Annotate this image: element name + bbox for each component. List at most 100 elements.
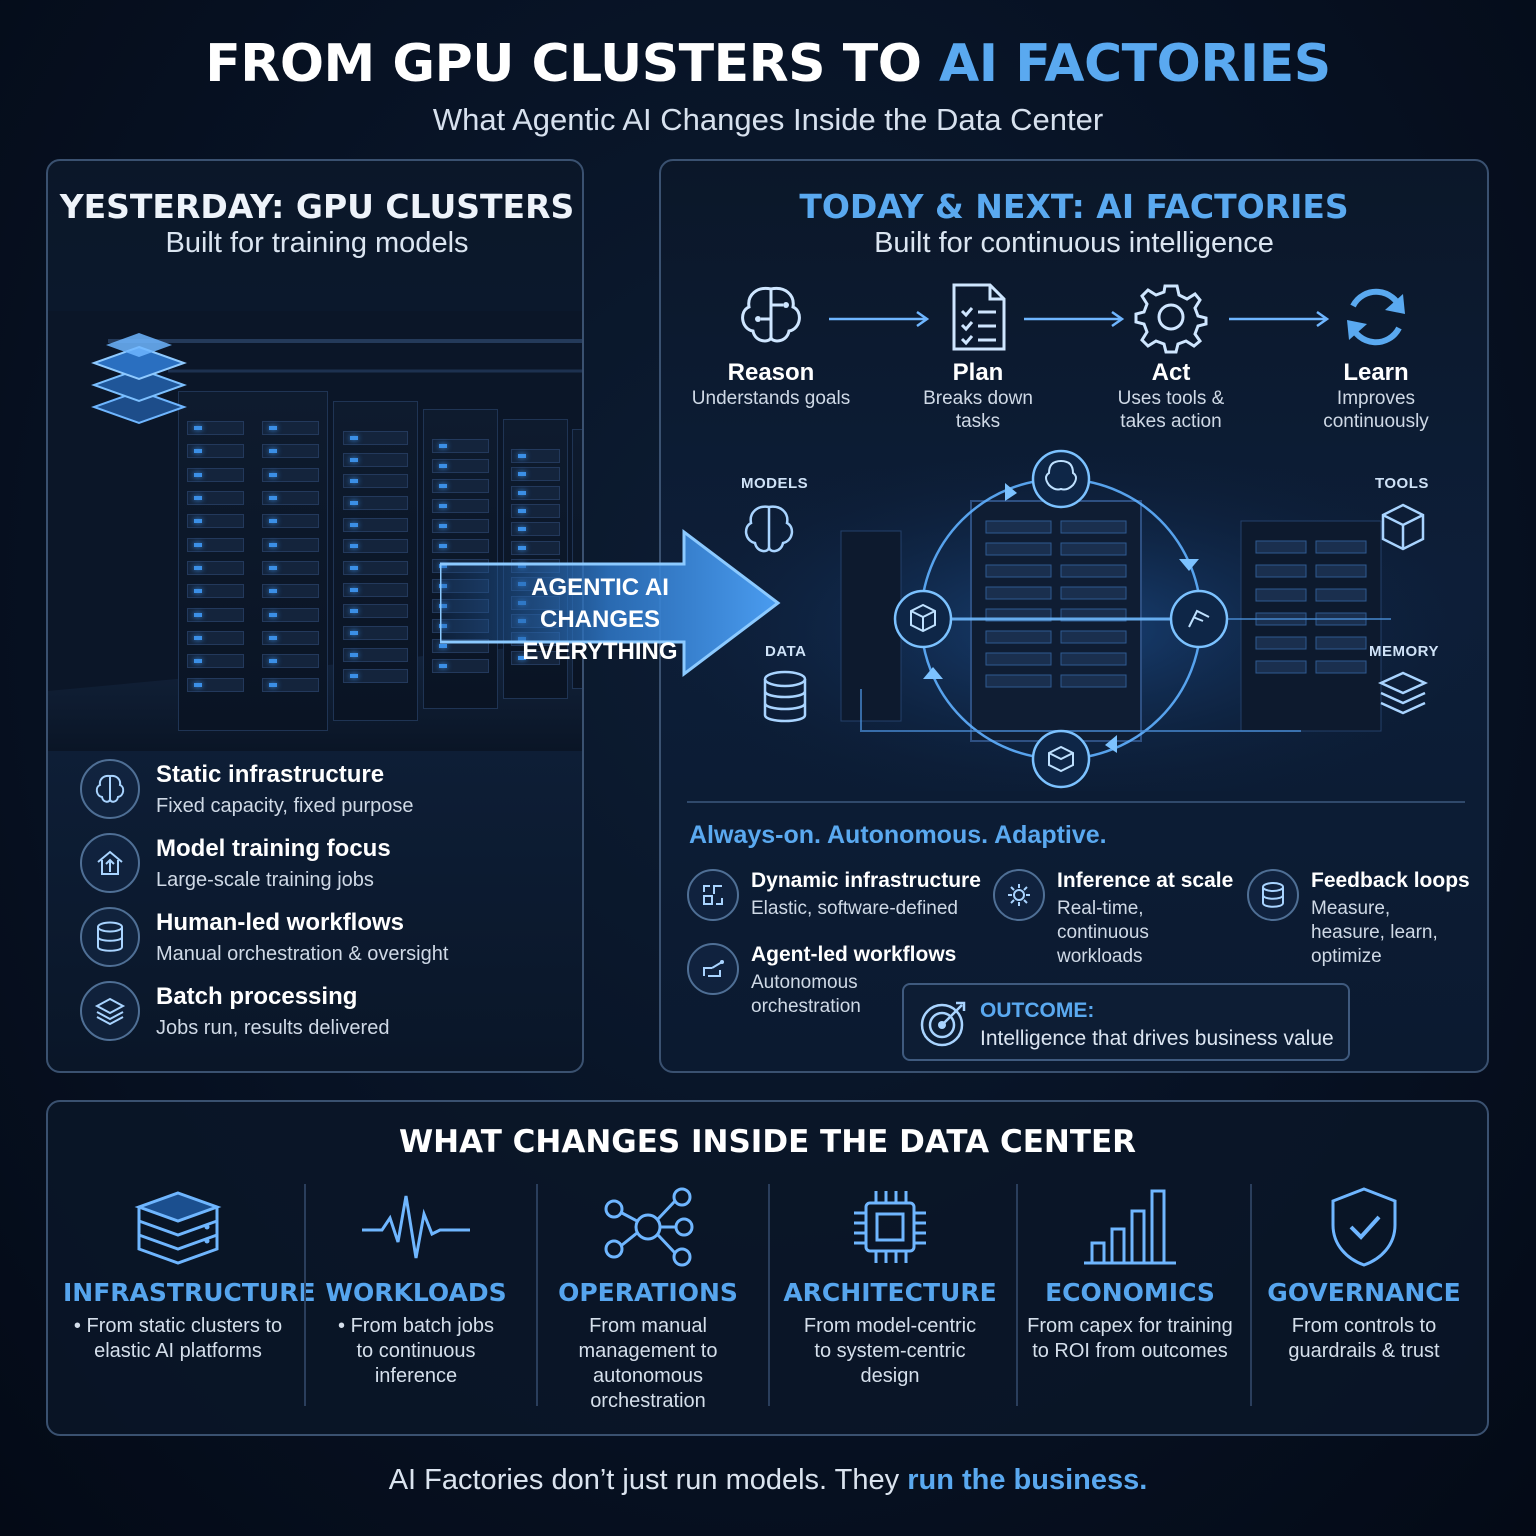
network-icon — [588, 1182, 708, 1272]
column-title: OPERATIONS — [558, 1278, 738, 1307]
server-slot — [187, 584, 244, 599]
column-desc: From manual management to autonomous orc… — [578, 1315, 718, 1412]
feature-desc: Fixed capacity, fixed purpose — [156, 795, 414, 817]
server-slot — [510, 522, 561, 537]
server-slot — [432, 519, 489, 533]
server-slot — [262, 607, 319, 622]
column-desc: • From static clusters to elastic AI pla… — [73, 1315, 283, 1362]
flow-step-label: Reason — [727, 359, 815, 386]
flow-arrow-icon — [1024, 310, 1125, 328]
page-title: FROM GPU CLUSTERS TO AI FACTORIES — [0, 34, 1536, 94]
feature-desc: Real-time, continuous workloads — [1057, 898, 1149, 967]
column-title: GOVERNANCE — [1267, 1278, 1461, 1307]
flow-step-desc: Understands goals — [691, 388, 851, 409]
server-slot — [343, 517, 408, 532]
server-slot — [432, 499, 489, 513]
server-slot — [187, 537, 244, 552]
refresh-icon — [1336, 279, 1416, 355]
server-slot — [262, 654, 319, 669]
server-slot — [343, 452, 408, 467]
upload-icon — [80, 833, 140, 893]
shield-check-icon — [1304, 1182, 1424, 1272]
column-desc: From controls to guardrails & trust — [1288, 1315, 1440, 1362]
data-label: DATA — [765, 643, 807, 660]
database-icon — [1247, 869, 1299, 921]
server-slot — [343, 431, 408, 445]
server-slot — [343, 582, 408, 597]
flow-step-label: Plan — [952, 359, 1004, 386]
server-slot — [343, 539, 408, 554]
transition-arrow-line1: AGENTIC AI — [531, 574, 669, 601]
server-slot — [343, 626, 408, 640]
flow-step-label: Learn — [1343, 359, 1409, 386]
server-slot — [432, 459, 489, 473]
bar-chart-icon — [1070, 1182, 1190, 1272]
server-slot — [187, 654, 244, 669]
column-desc: • From batch jobs to continuous inferenc… — [338, 1315, 494, 1387]
feature-title: Batch processing — [156, 983, 358, 1010]
outcome-box: OUTCOME: Intelligence that drives busine… — [902, 983, 1350, 1061]
left-panel-subtitle: Built for training models — [165, 227, 469, 259]
footer-text: AI Factories don’t just run models. They — [388, 1464, 908, 1496]
feature-desc: Jobs run, results delivered — [156, 1017, 390, 1039]
server-rack — [572, 429, 582, 689]
column-title: WORKLOADS — [325, 1278, 507, 1307]
feature-desc: Large-scale training jobs — [156, 869, 374, 891]
workflow-icon — [687, 943, 739, 995]
server-slot — [432, 659, 489, 673]
outcome-label: OUTCOME: — [980, 999, 1095, 1022]
server-slot — [343, 561, 408, 575]
transition-arrow-line2: CHANGES EVERYTHING — [522, 606, 678, 665]
column-title: ARCHITECTURE — [783, 1278, 997, 1307]
server-stack-icon — [118, 1182, 238, 1272]
server-slot — [262, 491, 319, 505]
column-divider — [1016, 1184, 1018, 1406]
column-divider — [304, 1184, 306, 1406]
flow-step-label: Act — [1151, 359, 1191, 386]
server-slot — [187, 677, 244, 692]
server-slot — [510, 540, 561, 555]
database-icon — [80, 907, 140, 967]
change-columns: INFRASTRUCTURE • From static clusters to … — [58, 1182, 1478, 1422]
left-panel: YESTERDAY: GPU CLUSTERS Built for traini… — [46, 159, 584, 1073]
server-slot — [432, 439, 489, 453]
server-slot — [343, 647, 408, 662]
server-slot — [343, 496, 408, 510]
server-slot — [510, 449, 561, 463]
server-slot — [343, 604, 408, 619]
server-slot — [510, 485, 561, 500]
page-subtitle: What Agentic AI Changes Inside the Data … — [432, 102, 1104, 137]
server-slot — [343, 474, 408, 489]
server-slot — [262, 677, 319, 692]
server-slot — [432, 539, 489, 553]
left-panel-title: YESTERDAY: GPU CLUSTERS — [59, 187, 575, 226]
memory-label: MEMORY — [1369, 643, 1439, 660]
server-slot — [187, 561, 244, 575]
factory-loop-diagram — [661, 431, 1487, 791]
server-slot — [187, 467, 244, 482]
server-slot — [432, 479, 489, 493]
column-title: ECONOMICS — [1045, 1278, 1215, 1307]
models-label: MODELS — [741, 475, 809, 492]
resize-icon — [687, 869, 739, 921]
database-icon — [763, 670, 807, 723]
server-slot — [262, 584, 319, 599]
flow-arrow-icon — [1229, 310, 1330, 328]
chip-icon — [830, 1182, 950, 1272]
footer-tagline: AI Factories don’t just run models. They… — [0, 1464, 1536, 1497]
server-slot — [187, 514, 244, 529]
feature-title: Dynamic infrastructure — [751, 869, 981, 892]
layers-icon — [80, 981, 140, 1041]
right-panel-title: TODAY & NEXT: AI FACTORIES — [799, 187, 1349, 226]
server-slot — [510, 467, 561, 482]
bottom-panel-title: WHAT CHANGES INSIDE THE DATA CENTER — [398, 1124, 1137, 1160]
ai-factory-illustration: MODELS DATA TOOLS MEMORY — [661, 431, 1487, 791]
server-slot — [262, 537, 319, 552]
tagline: Always-on. Autonomous. Adaptive. — [689, 821, 1107, 849]
server-slot — [187, 631, 244, 645]
column-title: INFRASTRUCTURE — [63, 1278, 316, 1307]
server-slot — [510, 504, 561, 518]
server-slot — [187, 421, 244, 435]
